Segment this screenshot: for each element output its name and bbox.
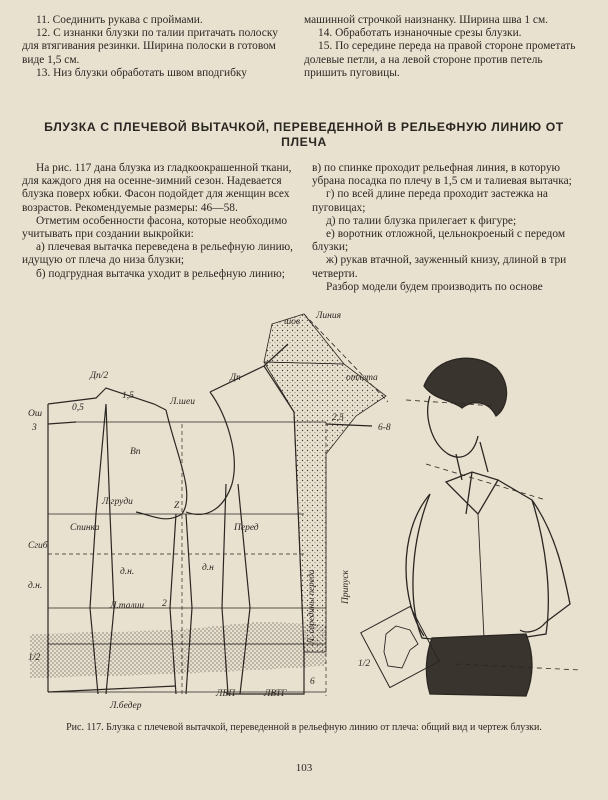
- left-sleeve: [405, 493, 431, 637]
- label-half: 1/2: [28, 653, 40, 663]
- paragraph: а) плечевая вытачка переведена в рельефн…: [22, 241, 294, 267]
- label-lvtg: ЛВТГ: [263, 689, 287, 699]
- facing-strip: [263, 361, 387, 653]
- label-2-5: 2,5: [332, 413, 344, 423]
- paragraph: 15. По середине переда на правой стороне…: [304, 40, 576, 79]
- pattern-drawing: [30, 313, 389, 696]
- paragraph: 11. Соединить рукава с проймами.: [36, 14, 203, 26]
- hair: [423, 357, 508, 417]
- label-front: Перед: [233, 522, 259, 533]
- label-dn: д.н.: [28, 580, 42, 591]
- right-sleeve: [531, 499, 571, 623]
- paragraph: 12. С изнанки блузки по талии притачать …: [22, 27, 278, 66]
- label-lvp: ЛВП: [215, 689, 236, 699]
- paragraph: На рис. 117 дана блузка из гладкоокрашен…: [22, 162, 292, 214]
- paragraph: Разбор модели будем производить по основ…: [326, 280, 543, 293]
- label-1-5: 1,5: [122, 391, 134, 401]
- label-0-5: 0,5: [72, 403, 84, 413]
- label-lapel: отлета: [346, 373, 378, 383]
- label-half-2: 1/2: [358, 659, 370, 669]
- label-6-8: 6-8: [378, 423, 391, 433]
- arrow-68: [325, 423, 373, 427]
- collar: [444, 471, 499, 516]
- label-osh: Ош: [28, 409, 42, 419]
- label-fold: Сгиб: [28, 540, 49, 551]
- paragraph: г) по всей длине переда проходит застежк…: [312, 188, 548, 214]
- section-heading: БЛУЗКА С ПЛЕЧЕВОЙ ВЫТАЧКОЙ, ПЕРЕВЕДЕННОЙ…: [44, 120, 564, 149]
- label-d-n: д.н: [202, 562, 214, 573]
- collar-line: [303, 313, 389, 403]
- label-line: Линия: [315, 311, 341, 321]
- face: [427, 395, 479, 458]
- body-left-column: На рис. 117 дана блузка из гладкоокрашен…: [22, 162, 297, 281]
- body-right-column: в) по спинке проходит рельефная линия, в…: [312, 162, 586, 294]
- label-seam: шов: [284, 317, 300, 327]
- thumbnail-frame: [360, 605, 440, 689]
- label-back: Спинка: [70, 523, 100, 533]
- back-dart: [89, 403, 115, 695]
- paragraph: ж) рукав втачной, зауженный книзу, длино…: [312, 254, 567, 280]
- armhole-back: [135, 409, 188, 520]
- label-three: 3: [31, 423, 37, 433]
- collar-piece: [263, 313, 345, 365]
- guide-dash: [405, 399, 581, 671]
- label-dp-half: Дп/2: [89, 371, 108, 381]
- label-hip-line: Л.бедер: [109, 700, 142, 711]
- page-number: 103: [295, 762, 313, 774]
- front-outline: [209, 343, 305, 695]
- blouse-illustration: [360, 357, 581, 697]
- paragraph: в) по спинке проходит рельефная линия, в…: [312, 162, 572, 188]
- label-bust-line: Л.груди: [101, 496, 133, 507]
- top-right-column: машинной строчкой наизнанку. Ширина шва …: [304, 14, 580, 80]
- label-dp: Дп: [229, 373, 241, 383]
- front-dart: [221, 483, 251, 695]
- armhole-front: [185, 391, 235, 515]
- label-allowance: Припуск: [341, 569, 351, 605]
- hand: [519, 621, 547, 633]
- pattern-figure: Дп/2 1,5 Ош 3 0,5 Л.шеи Дп Вп Л.груди Z …: [28, 311, 581, 711]
- paragraph: д) по талии блузка прилегает к фигуре;: [326, 214, 517, 227]
- paragraph: машинной строчкой наизнанку. Ширина шва …: [304, 14, 549, 26]
- label-six: 6: [310, 677, 315, 687]
- label-neckline: Л.шеи: [169, 397, 195, 407]
- label-center-front: Л. середины переда: [306, 569, 316, 645]
- figure-caption: Рис. 117. Блузка с плечевой вытачкой, пе…: [66, 722, 542, 733]
- paragraph: е) воротник отложной, цельнокроеный с пе…: [312, 228, 566, 254]
- thumbnail-blouse: [383, 625, 419, 669]
- side-dart: [169, 513, 193, 695]
- button-placket: [477, 513, 485, 639]
- paragraph: 14. Обработать изнаночные срезы блузки.: [318, 27, 522, 40]
- hem-band: [30, 622, 326, 678]
- label-two: 2: [162, 599, 167, 609]
- label-waist-line: Л.талии: [109, 601, 144, 611]
- back-outline: [47, 387, 177, 693]
- paragraph: 13. Низ блузки обработать швом вподгибку: [36, 66, 247, 79]
- paragraph: Отметим особенности фасона, которые необ…: [22, 214, 288, 241]
- label-vp: Вп: [130, 447, 141, 457]
- paragraph: б) подгрудная вытачка уходит в рельефную…: [36, 267, 285, 280]
- construction-dashes: [48, 422, 327, 696]
- label-dn-2: д.н.: [120, 566, 134, 577]
- label-z: Z: [174, 501, 180, 511]
- top-left-column: 11. Соединить рукава с проймами. 12. С и…: [22, 14, 290, 80]
- skirt: [425, 633, 533, 697]
